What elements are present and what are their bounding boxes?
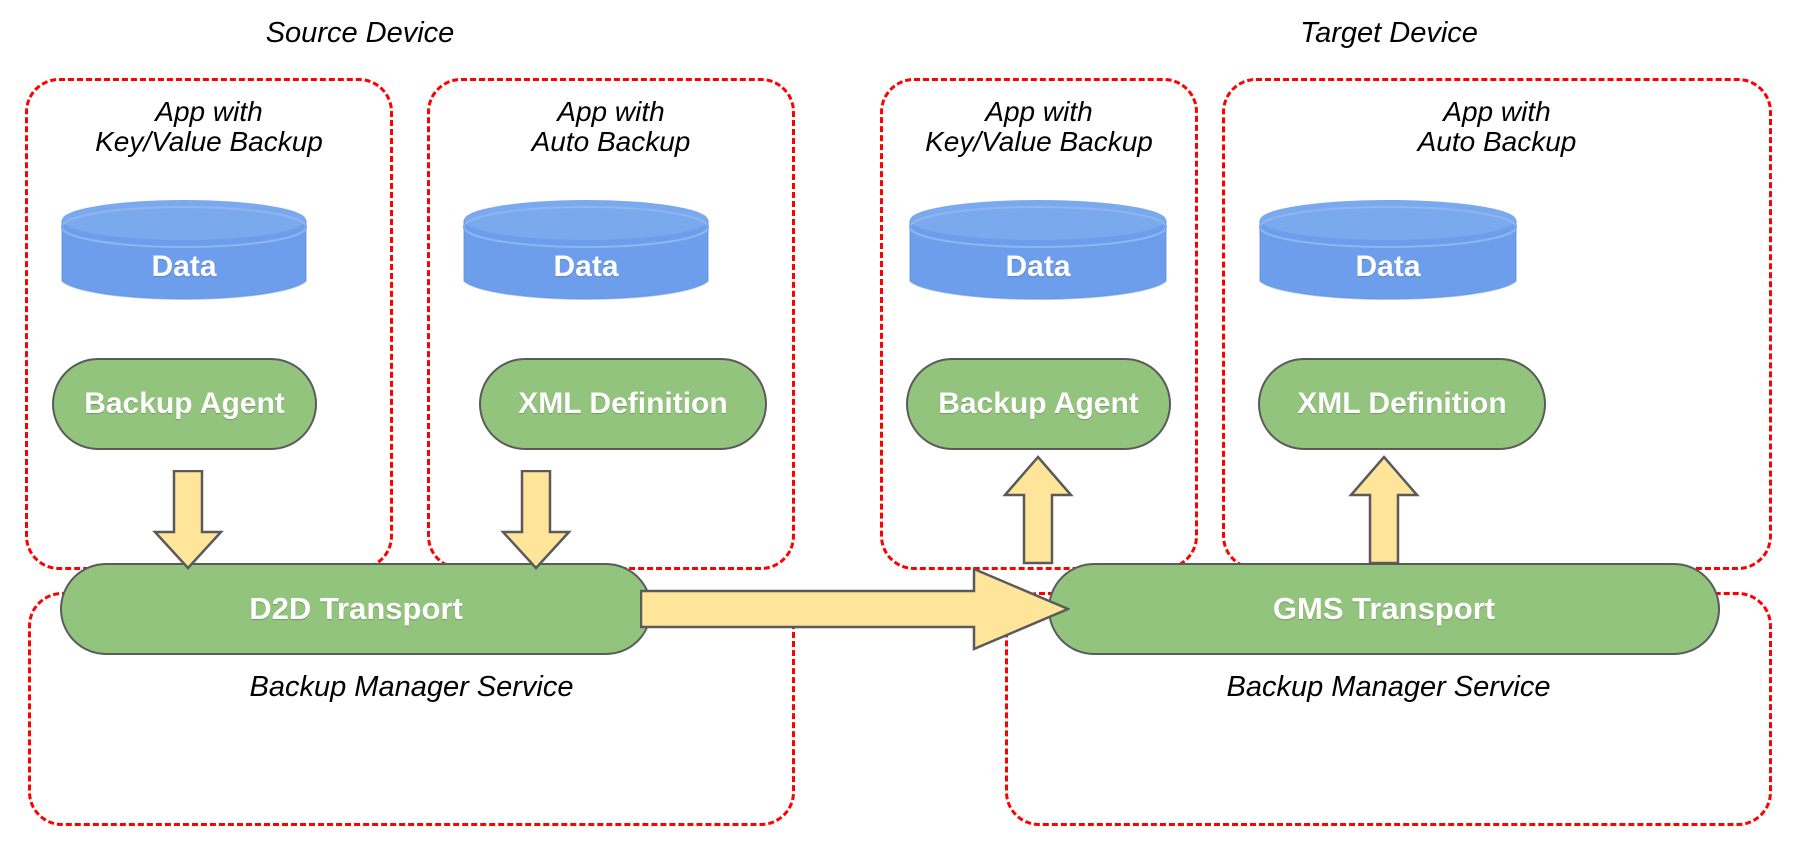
target-app-keyvalue-data-cylinder: Data xyxy=(908,198,1168,303)
arrow-gms-to-backup-agent-icon xyxy=(1002,455,1074,565)
arrow-gms-to-xml-definition-icon xyxy=(1348,455,1420,565)
source-device-title: Source Device xyxy=(265,17,455,49)
source-app-keyvalue-title: App with Key/Value Backup xyxy=(95,96,323,158)
source-app-keyvalue-data-label: Data xyxy=(151,250,217,283)
source-app-auto-data-cylinder: Data xyxy=(462,198,710,303)
target-app-keyvalue-data-label: Data xyxy=(1005,250,1071,283)
target-backup-agent[interactable]: Backup Agent xyxy=(906,358,1171,450)
source-backup-manager-service-label: Backup Manager Service xyxy=(249,671,574,703)
target-device-title: Target Device xyxy=(1300,17,1478,49)
target-app-auto-data-cylinder: Data xyxy=(1258,198,1518,303)
arrow-backup-agent-to-d2d-icon xyxy=(152,470,224,570)
arrow-xml-definition-to-d2d-icon xyxy=(500,470,572,570)
source-app-auto-data-label: Data xyxy=(553,250,619,283)
target-app-keyvalue-title: App with Key/Value Backup xyxy=(925,96,1153,158)
target-backup-manager-service-label: Backup Manager Service xyxy=(1226,671,1551,703)
arrow-d2d-to-gms-icon xyxy=(640,565,1070,653)
target-app-auto-data-label: Data xyxy=(1355,250,1421,283)
target-app-keyvalue-box xyxy=(880,78,1198,570)
target-app-auto-title: App with Auto Backup xyxy=(1417,96,1577,158)
gms-transport[interactable]: GMS Transport xyxy=(1048,563,1720,655)
source-app-auto-title: App with Auto Backup xyxy=(531,96,691,158)
source-xml-definition[interactable]: XML Definition xyxy=(479,358,767,450)
target-xml-definition[interactable]: XML Definition xyxy=(1258,358,1546,450)
source-backup-agent[interactable]: Backup Agent xyxy=(52,358,317,450)
d2d-transport[interactable]: D2D Transport xyxy=(60,563,652,655)
source-app-keyvalue-data-cylinder: Data xyxy=(60,198,308,303)
